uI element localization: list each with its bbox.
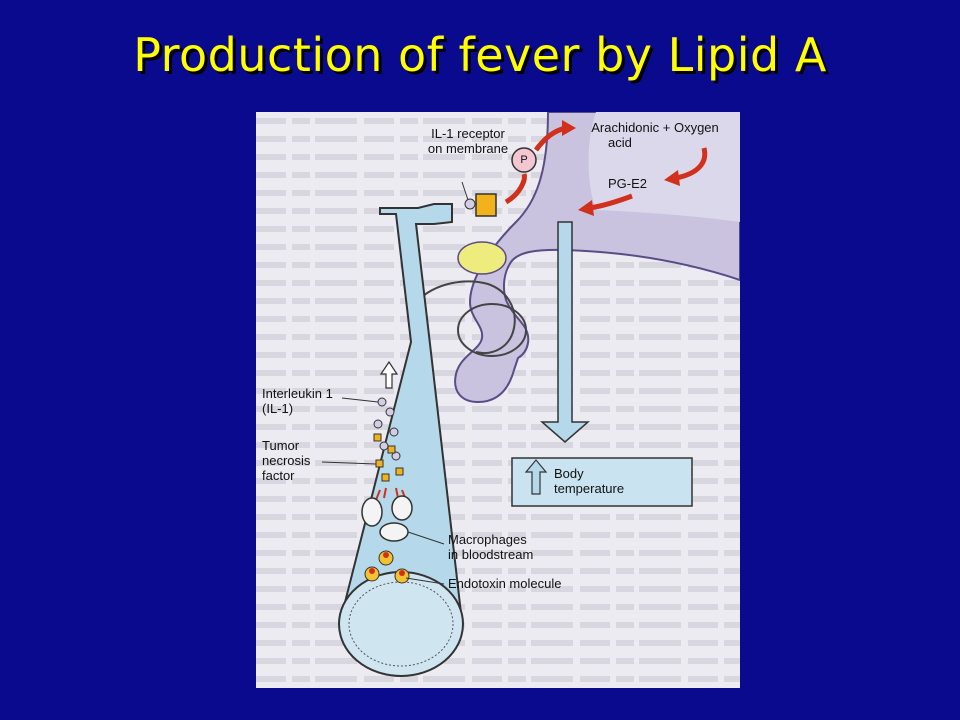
slide-title: Production of fever by Lipid A	[133, 28, 827, 82]
vessel-up-arrow	[379, 360, 399, 389]
label-endotoxin: Endotoxin molecule	[448, 576, 562, 591]
endotoxin-molecules	[364, 550, 410, 584]
phosphate-circle	[511, 147, 537, 173]
red-arrowhead-top	[562, 120, 576, 136]
red-arrow-oxygen-to-pge2	[675, 147, 708, 181]
label-il1-receptor-line1: IL-1 receptor	[431, 126, 505, 141]
macrophages	[361, 495, 413, 542]
label-body-temperature: Body temperature	[554, 466, 624, 496]
label-phosphate: P	[520, 154, 528, 166]
label-body-temperature-line1: Body	[554, 466, 584, 481]
body-temperature-up-arrow	[524, 459, 548, 495]
red-arrow-receptor-to-p	[504, 173, 527, 205]
arrow-to-body-temperature	[539, 221, 591, 443]
body-temperature-box	[511, 457, 693, 507]
hypothalamus	[457, 241, 507, 275]
vessel-cross-section	[338, 571, 464, 677]
label-macrophages-line2: in bloodstream	[448, 547, 534, 562]
label-tnf-line3: factor	[262, 468, 295, 483]
label-tnf-line2: necrosis	[262, 453, 311, 468]
label-tnf: Tumor necrosis factor	[262, 438, 310, 483]
label-interleukin-line2: (IL-1)	[262, 401, 294, 416]
leader-lines	[321, 181, 469, 585]
label-interleukin-line1: Interleukin 1	[262, 386, 333, 401]
label-arachidonic-line2: acid	[608, 135, 632, 150]
tnf-particles	[373, 433, 404, 482]
il1-receptor	[475, 193, 497, 217]
label-arachidonic-line1: Arachidonic + Oxygen	[591, 120, 719, 135]
label-arachidonic-oxygen: Arachidonic + Oxygen acid	[580, 120, 730, 150]
label-tnf-line1: Tumor	[262, 438, 300, 453]
diagram-artwork	[256, 112, 740, 688]
label-macrophages-line1: Macrophages	[448, 532, 527, 547]
pituitary-lobe	[457, 303, 527, 357]
label-il1-receptor: IL-1 receptor on membrane	[422, 126, 514, 156]
brain-upper-band	[588, 112, 740, 222]
label-il1-receptor-line2: on membrane	[427, 141, 509, 156]
label-body-temperature-line2: temperature	[554, 481, 625, 496]
label-pge2: PG-E2	[608, 176, 648, 191]
label-macrophages: Macrophages in bloodstream	[448, 532, 533, 562]
red-arrowhead-brain	[578, 200, 594, 216]
label-interleukin: Interleukin 1 (IL-1)	[262, 386, 333, 416]
il1-on-receptor	[464, 198, 476, 210]
il1-particles	[373, 397, 401, 461]
fever-diagram: IL-1 receptor on membrane Arachidonic + …	[256, 112, 740, 688]
red-arrow-pge2-to-brain	[589, 193, 633, 211]
red-arrowhead-pge2	[664, 170, 680, 186]
